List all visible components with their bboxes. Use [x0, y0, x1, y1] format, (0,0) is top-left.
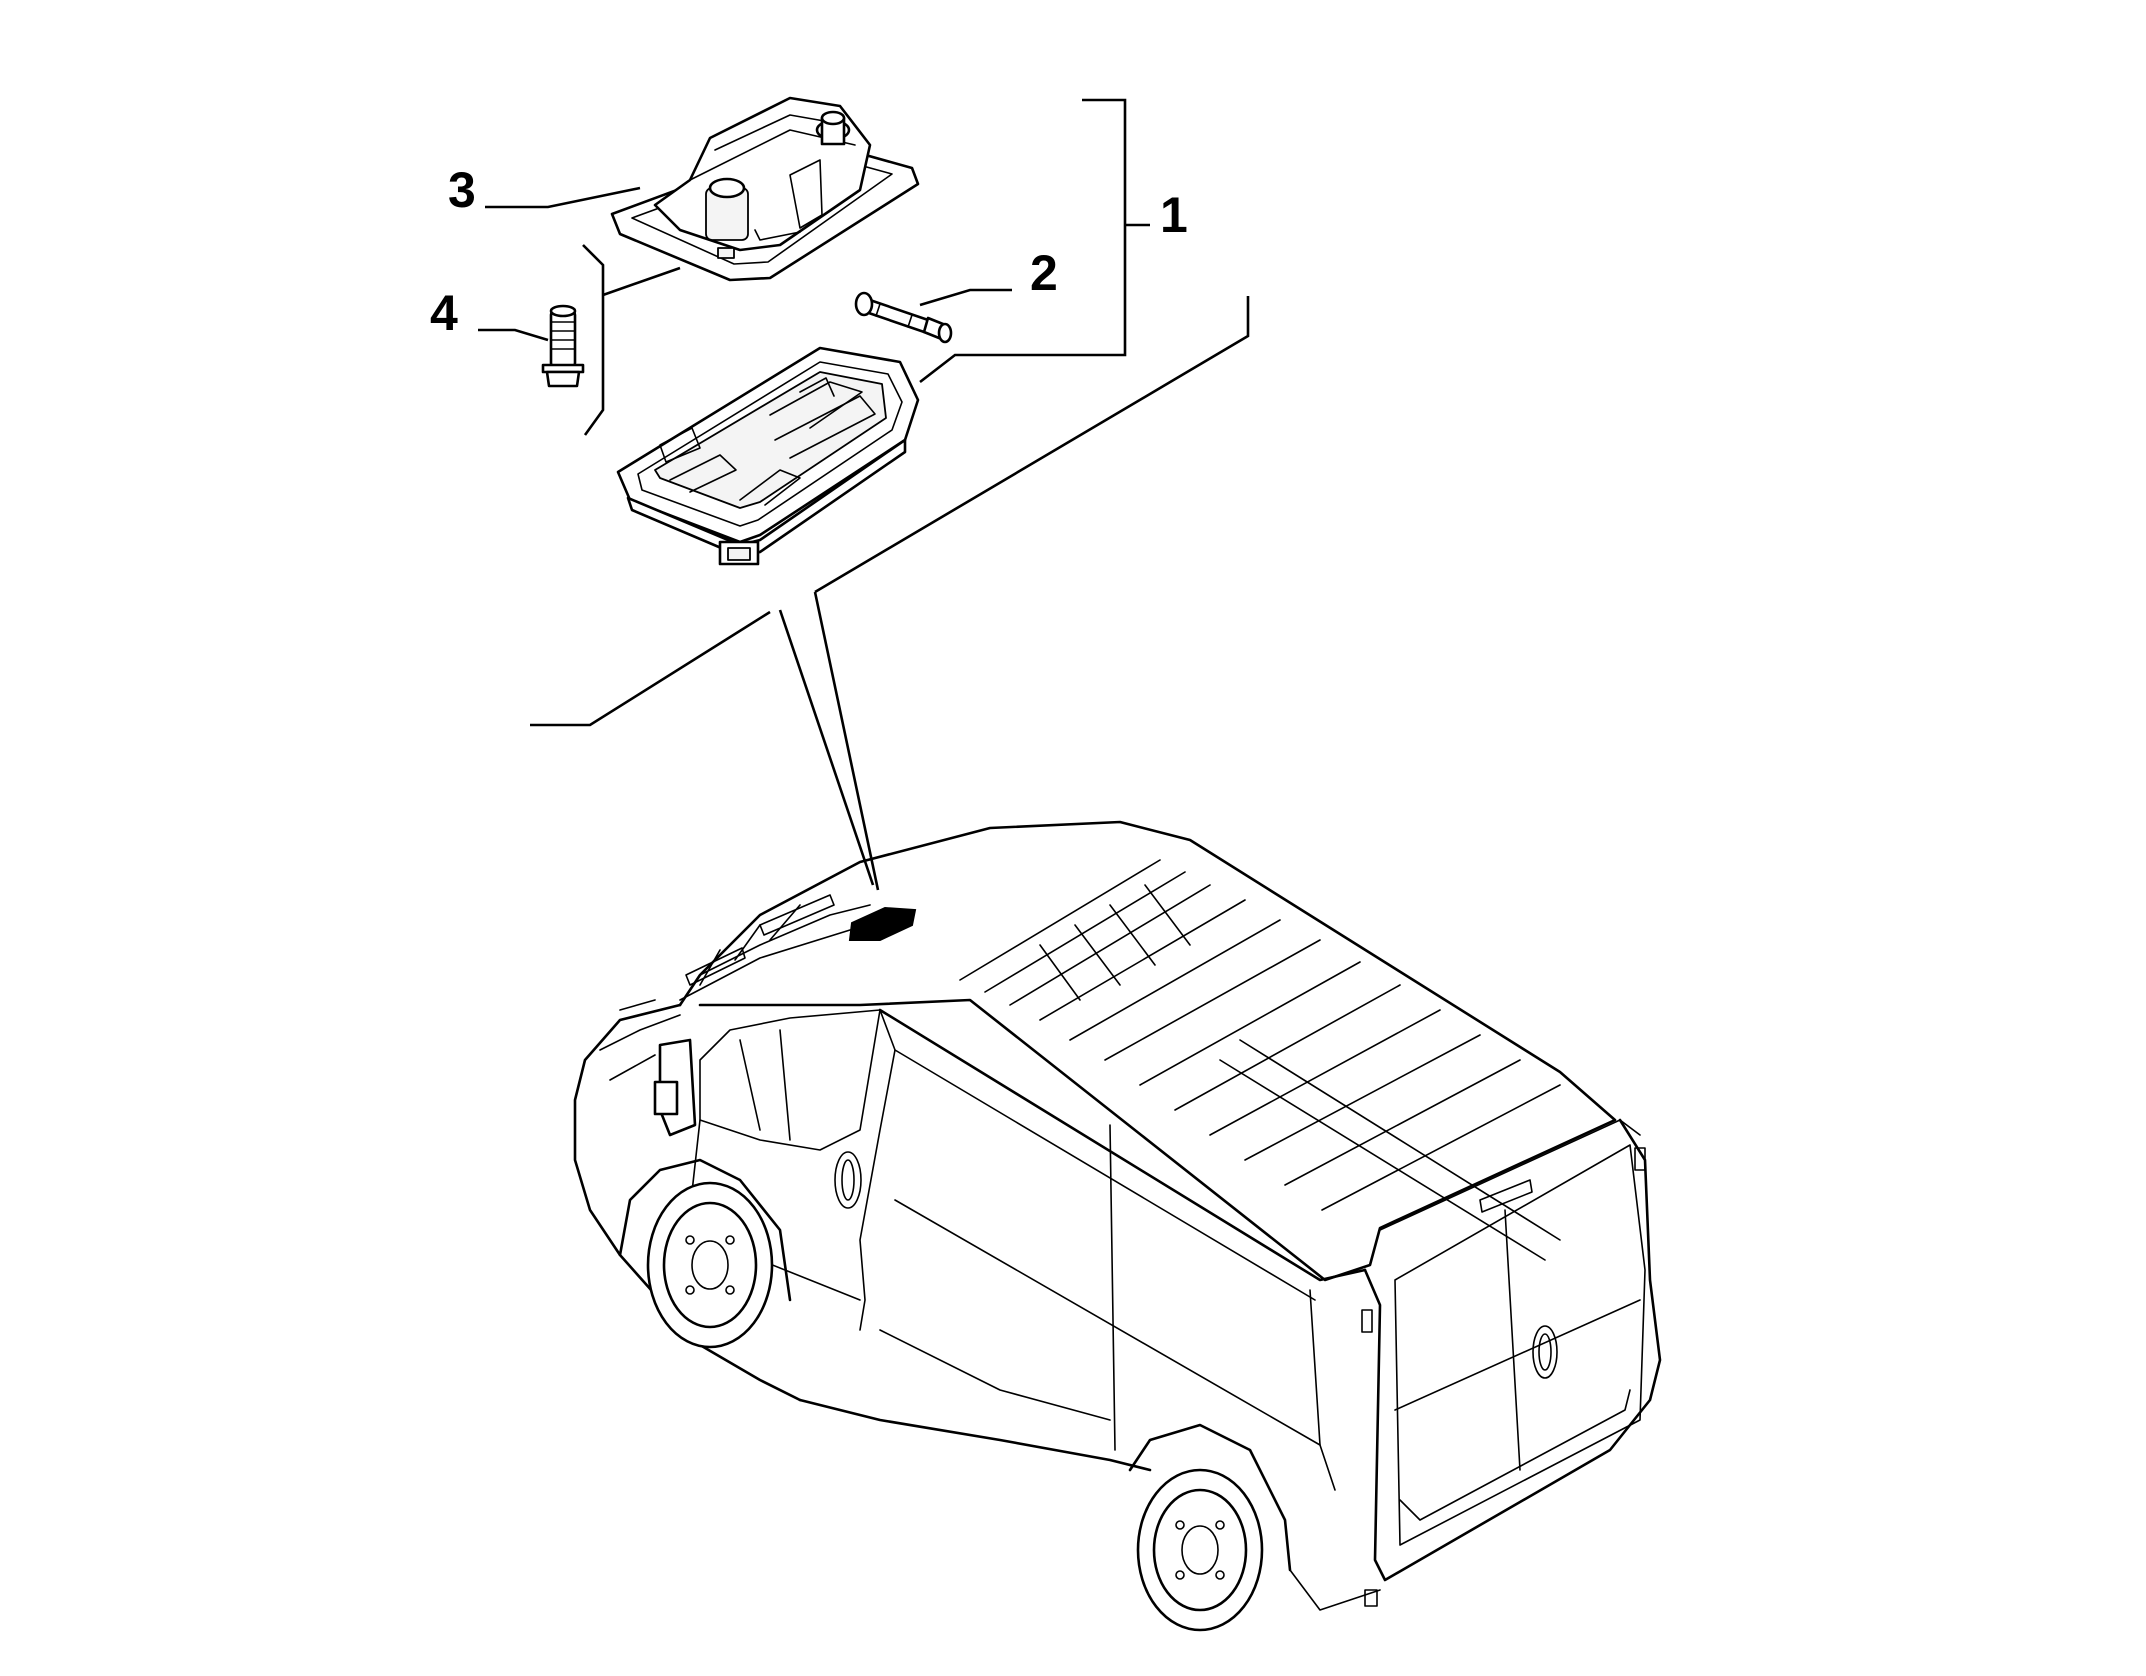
lamp-lens-icon — [610, 96, 920, 282]
roof-lamp-highlight — [848, 906, 917, 941]
van-icon — [573, 820, 1662, 1632]
callout-2: 2 — [1030, 245, 1058, 301]
lamp-housing-icon — [616, 346, 920, 566]
callout-3: 3 — [448, 162, 476, 218]
callout-4: 4 — [430, 285, 458, 341]
leader-lines — [478, 98, 1150, 436]
screw-icon — [541, 304, 585, 388]
callout-1: 1 — [1160, 187, 1188, 243]
festoon-bulb-icon — [854, 291, 953, 344]
view-lines — [530, 296, 1250, 891]
